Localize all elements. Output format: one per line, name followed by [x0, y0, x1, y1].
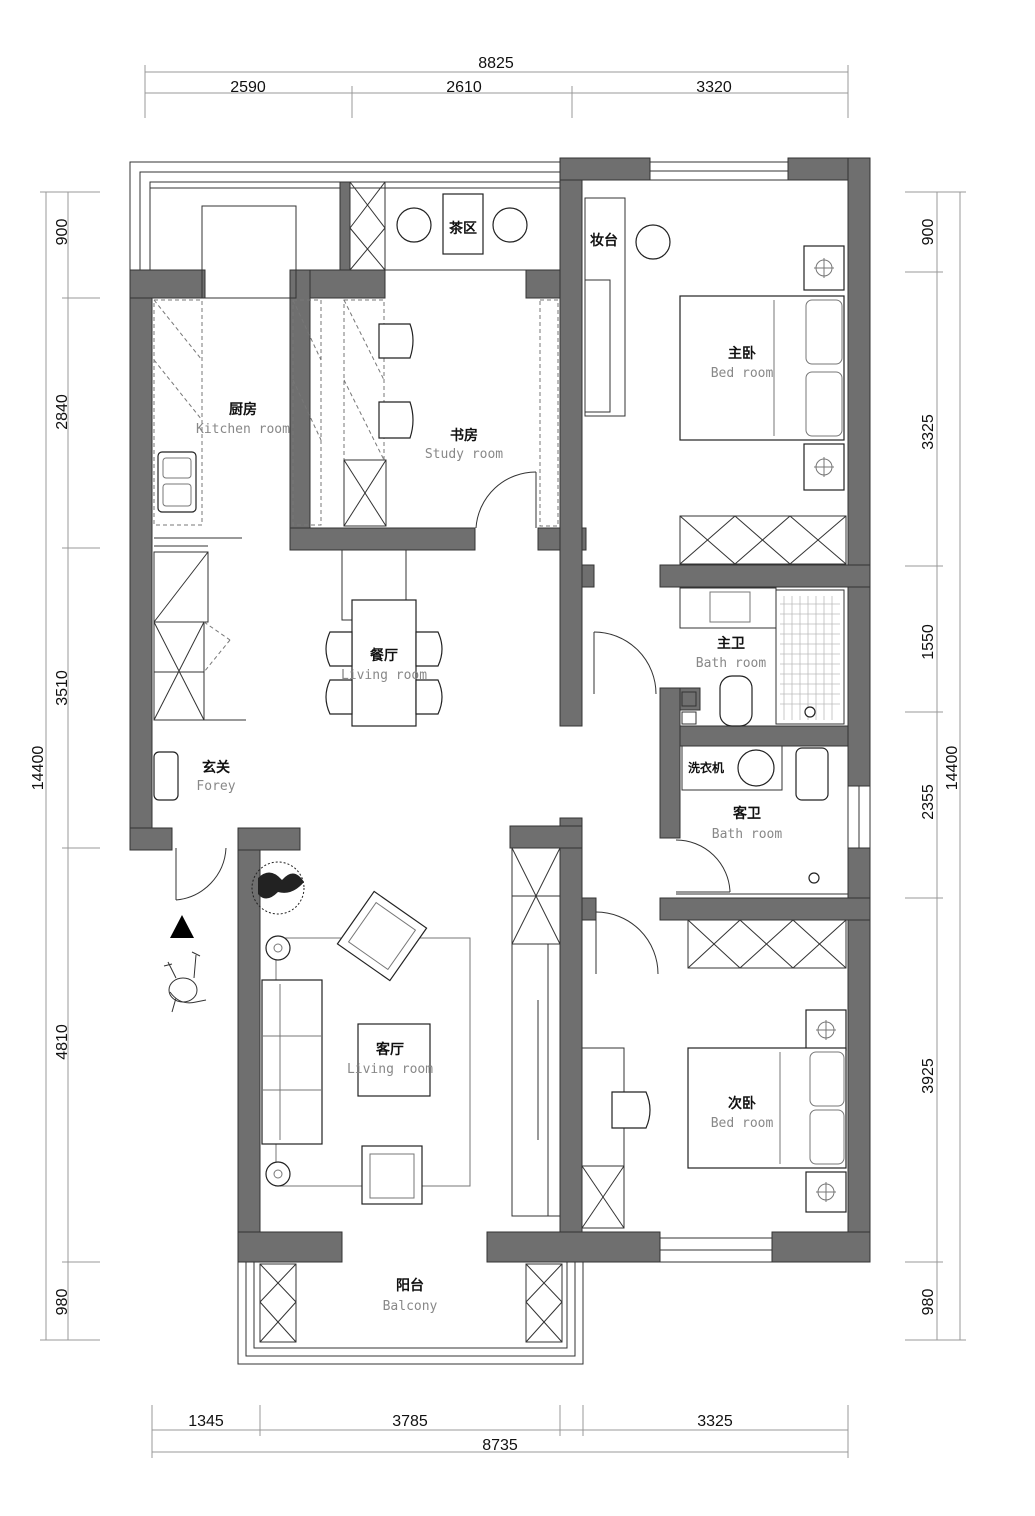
master-bed	[679, 295, 845, 441]
kitchen-label-cn: 厨房	[229, 401, 257, 418]
balcony-label-en: Balcony	[383, 1299, 438, 1314]
balcony-label-cn: 阳台	[396, 1277, 424, 1294]
left-dim-2: 2840	[54, 394, 71, 430]
tea-table	[442, 193, 484, 255]
top-total-dim: 8825	[478, 55, 514, 72]
entry-label-cn: 玄关	[202, 759, 230, 776]
master-bath-fixtures	[593, 587, 845, 727]
kitchen-fixtures	[153, 205, 322, 547]
study-chair-1	[378, 323, 414, 359]
left-dimensions: 900 2840 3510 4810 980 14400	[30, 191, 100, 1341]
bottom-total-dim: 8735	[482, 1437, 518, 1454]
balcony-fixtures	[259, 1263, 563, 1343]
second-bed-label-en: Bed room	[711, 1116, 774, 1131]
right-dim-1: 900	[920, 219, 937, 246]
right-dim-5: 3925	[920, 1058, 937, 1094]
guest-bath-fixtures	[675, 745, 848, 895]
bottom-dim-3: 3325	[697, 1413, 733, 1430]
master-bedroom-fixtures: 妆台	[584, 197, 847, 565]
second-bed	[687, 1047, 847, 1169]
dining-fixtures	[325, 549, 443, 727]
kitchen-label-en: Kitchen room	[196, 422, 290, 437]
plant-icon	[251, 861, 305, 915]
entry-label-en: Forey	[196, 779, 235, 794]
master-bed-label-cn: 主卧	[728, 345, 756, 362]
bottom-dim-1: 1345	[188, 1413, 224, 1430]
desk-chair	[611, 1091, 651, 1129]
top-dimensions: 8825 2590 2610 3320	[144, 55, 849, 118]
top-dim-2: 2610	[446, 79, 482, 96]
living-label-cn: 客厅	[375, 1041, 404, 1058]
living-fixtures	[251, 847, 561, 1217]
second-bedroom-fixtures	[581, 911, 847, 1229]
top-dim-3: 3320	[696, 79, 732, 96]
study-label-en: Study room	[425, 447, 503, 462]
room-labels: 厨房 Kitchen room 书房 Study room 主卧 Bed roo…	[196, 345, 782, 1314]
tea-area-label: 茶区	[448, 220, 477, 237]
right-total-dim: 14400	[944, 746, 961, 791]
right-dim-2: 3325	[920, 414, 937, 450]
coffee-table	[357, 1023, 431, 1097]
laundry-label: 洗衣机	[688, 760, 724, 775]
left-dim-4: 4810	[54, 1024, 71, 1060]
study-fixtures	[343, 299, 559, 529]
study-chair-2	[378, 401, 414, 439]
top-dim-1: 2590	[230, 79, 266, 96]
bottom-balcony-outline	[237, 1237, 773, 1365]
right-dimensions: 900 3325 1550 2355 3925 980 14400	[905, 191, 966, 1341]
left-total-dim: 14400	[30, 746, 47, 791]
bottom-dim-2: 3785	[392, 1413, 428, 1430]
right-dim-6: 980	[920, 1289, 937, 1316]
right-dim-3: 1550	[920, 624, 937, 660]
right-dim-4: 2355	[920, 784, 937, 820]
dining-label-cn: 餐厅	[369, 647, 398, 664]
tea-area: 茶区	[349, 181, 560, 271]
walls	[129, 157, 871, 1263]
person-icon	[163, 951, 207, 1013]
entry-fixtures	[153, 551, 246, 1013]
top-balcony-outline	[129, 161, 791, 270]
dining-label-en: Living room	[341, 668, 427, 683]
master-bath-label-cn: 主卫	[717, 635, 745, 652]
left-dim-5: 980	[54, 1289, 71, 1316]
guest-bath-label-cn: 客卫	[732, 805, 761, 822]
master-bed-label-en: Bed room	[711, 366, 774, 381]
entrance-arrow-icon	[170, 915, 194, 938]
second-bed-label-cn: 次卧	[728, 1095, 756, 1112]
master-bath-label-en: Bath room	[696, 656, 767, 671]
living-label-en: Living room	[347, 1062, 433, 1077]
study-label-cn: 书房	[450, 427, 478, 444]
guest-bath-label-en: Bath room	[712, 827, 783, 842]
vanity-label: 妆台	[590, 232, 618, 249]
left-dim-3: 3510	[54, 670, 71, 706]
left-dim-1: 900	[54, 219, 71, 246]
bottom-dimensions: 1345 3785 3325 8735	[151, 1405, 849, 1458]
